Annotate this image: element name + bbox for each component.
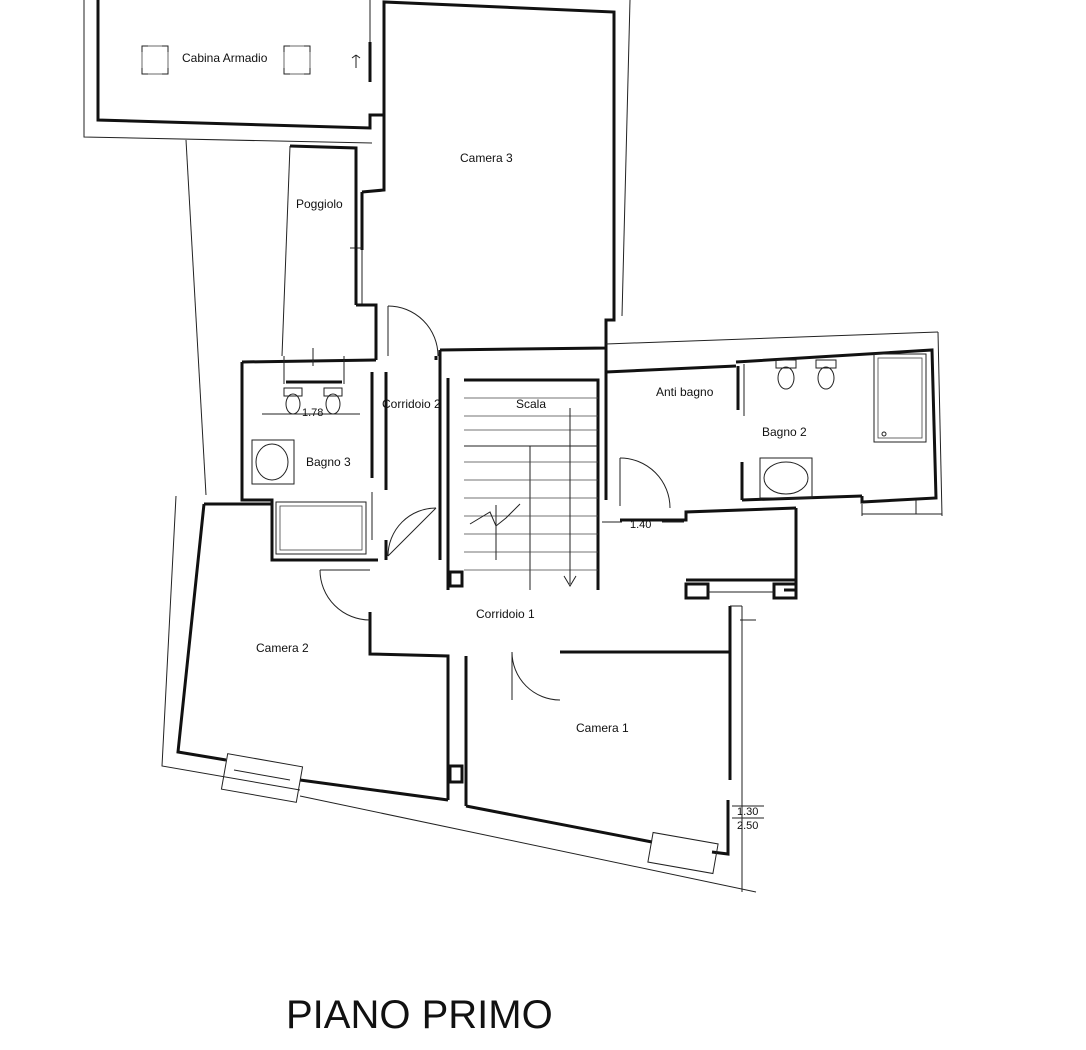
bagno-3-width-dim: 1.78 bbox=[302, 407, 323, 419]
camera-3-walls bbox=[350, 0, 631, 352]
camera-2-walls bbox=[161, 495, 757, 893]
sink-bagno-2-icon bbox=[759, 457, 813, 499]
room-label-bagno-3: Bagno 3 bbox=[306, 455, 351, 469]
room-label-camera-3: Camera 3 bbox=[460, 151, 513, 165]
window-height-dim: 1.30 bbox=[737, 806, 758, 818]
window-sill-dim: 2.50 bbox=[737, 820, 758, 832]
room-label-bagno-2: Bagno 2 bbox=[762, 425, 807, 439]
staircase bbox=[446, 378, 600, 590]
camera-1-walls: 1.30 2.50 bbox=[448, 764, 764, 892]
passage-width-dim: 1.40 bbox=[630, 519, 651, 531]
room-label-corridoio-1: Corridoio 1 bbox=[476, 607, 535, 621]
corridoio-2-door-swing bbox=[387, 305, 439, 360]
room-label-camera-1: Camera 1 bbox=[576, 721, 629, 735]
corridoio-1-walls bbox=[319, 508, 798, 806]
bagno-2-walls bbox=[735, 331, 943, 517]
corridoio-2-lower-door-swing bbox=[387, 507, 437, 557]
shower-bagno-3-icon bbox=[275, 501, 367, 555]
room-label-cabina-armadio: Cabina Armadio bbox=[182, 51, 268, 65]
room-label-poggiolo: Poggiolo bbox=[296, 197, 343, 211]
bathtub-bagno-3-icon bbox=[251, 439, 295, 485]
room-label-anti-bagno: Anti bagno bbox=[656, 385, 714, 399]
bidet-bagno-2-icon bbox=[815, 359, 837, 390]
plan-title: PIANO PRIMO bbox=[286, 993, 553, 1037]
anti-bagno-walls: 1.40 bbox=[602, 331, 939, 531]
bathtub-bagno-2-icon bbox=[873, 353, 927, 443]
room-label-scala: Scala bbox=[516, 397, 546, 411]
room-label-corridoio-2: Corridoio 2 bbox=[382, 397, 441, 411]
room-label-camera-2: Camera 2 bbox=[256, 641, 309, 655]
ceiling-light-left-icon bbox=[141, 45, 169, 75]
bagno-3-walls: 1.78 bbox=[240, 303, 388, 562]
toilet-bagno-3-icon bbox=[283, 387, 303, 415]
ceiling-light-right-icon bbox=[283, 45, 311, 75]
cabina-armadio-walls bbox=[83, 0, 384, 144]
toilet-bagno-2-icon bbox=[775, 359, 797, 390]
bidet-bagno-3-icon bbox=[323, 387, 343, 415]
poggiolo-outline bbox=[185, 139, 358, 496]
